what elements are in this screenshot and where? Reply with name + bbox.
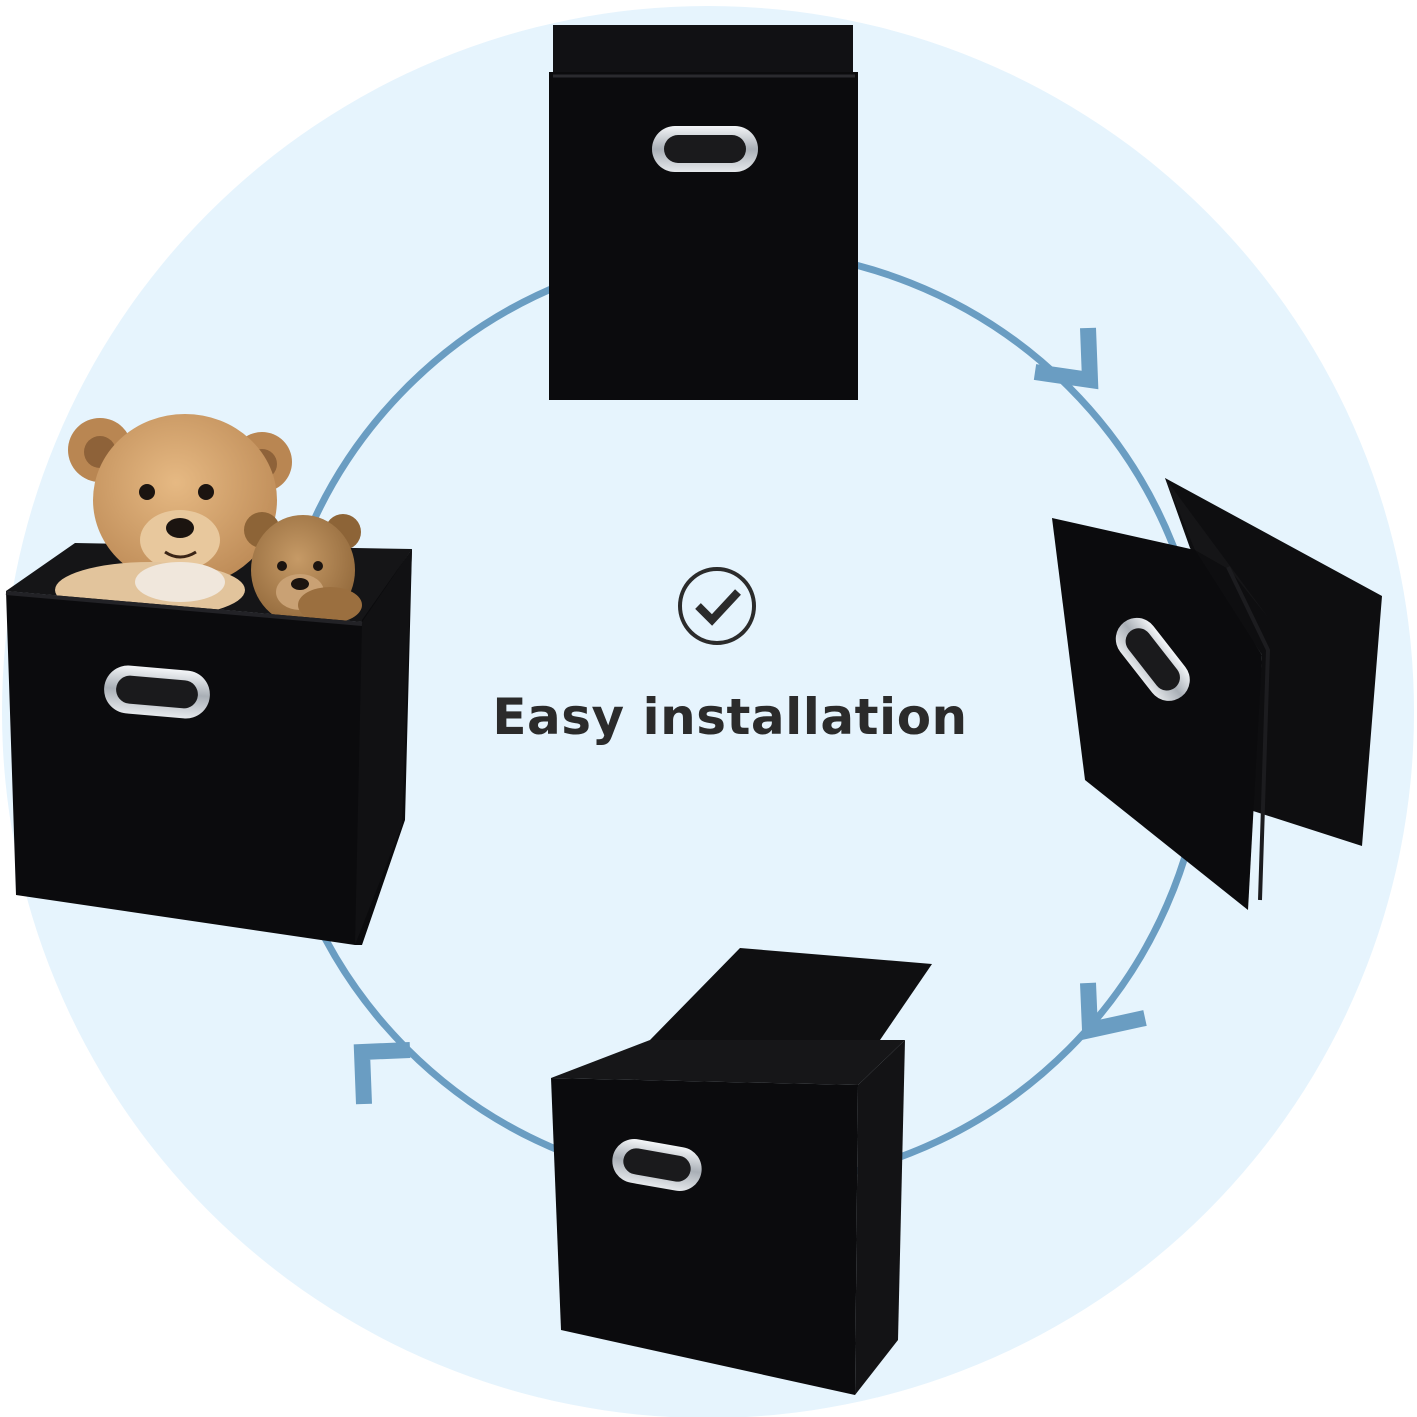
- teddy-bear-small: [244, 512, 362, 625]
- half-unfolded-box: [1052, 478, 1382, 910]
- handle-icon: [612, 1139, 702, 1191]
- opening-box: [551, 948, 932, 1395]
- arrow-head-icon: [1080, 982, 1147, 1040]
- handle-icon: [104, 665, 210, 719]
- headline: Easy installation: [492, 688, 968, 746]
- handle-icon: [1115, 617, 1190, 701]
- arrow-head-icon: [1033, 327, 1099, 390]
- assembled-box-with-toys: [5, 414, 412, 945]
- teddy-bear-large: [55, 414, 292, 618]
- folded-box-flat: [549, 25, 858, 400]
- check-circle-icon: [678, 567, 756, 645]
- arrow-head-icon: [353, 1042, 411, 1105]
- handle-icon: [652, 126, 758, 172]
